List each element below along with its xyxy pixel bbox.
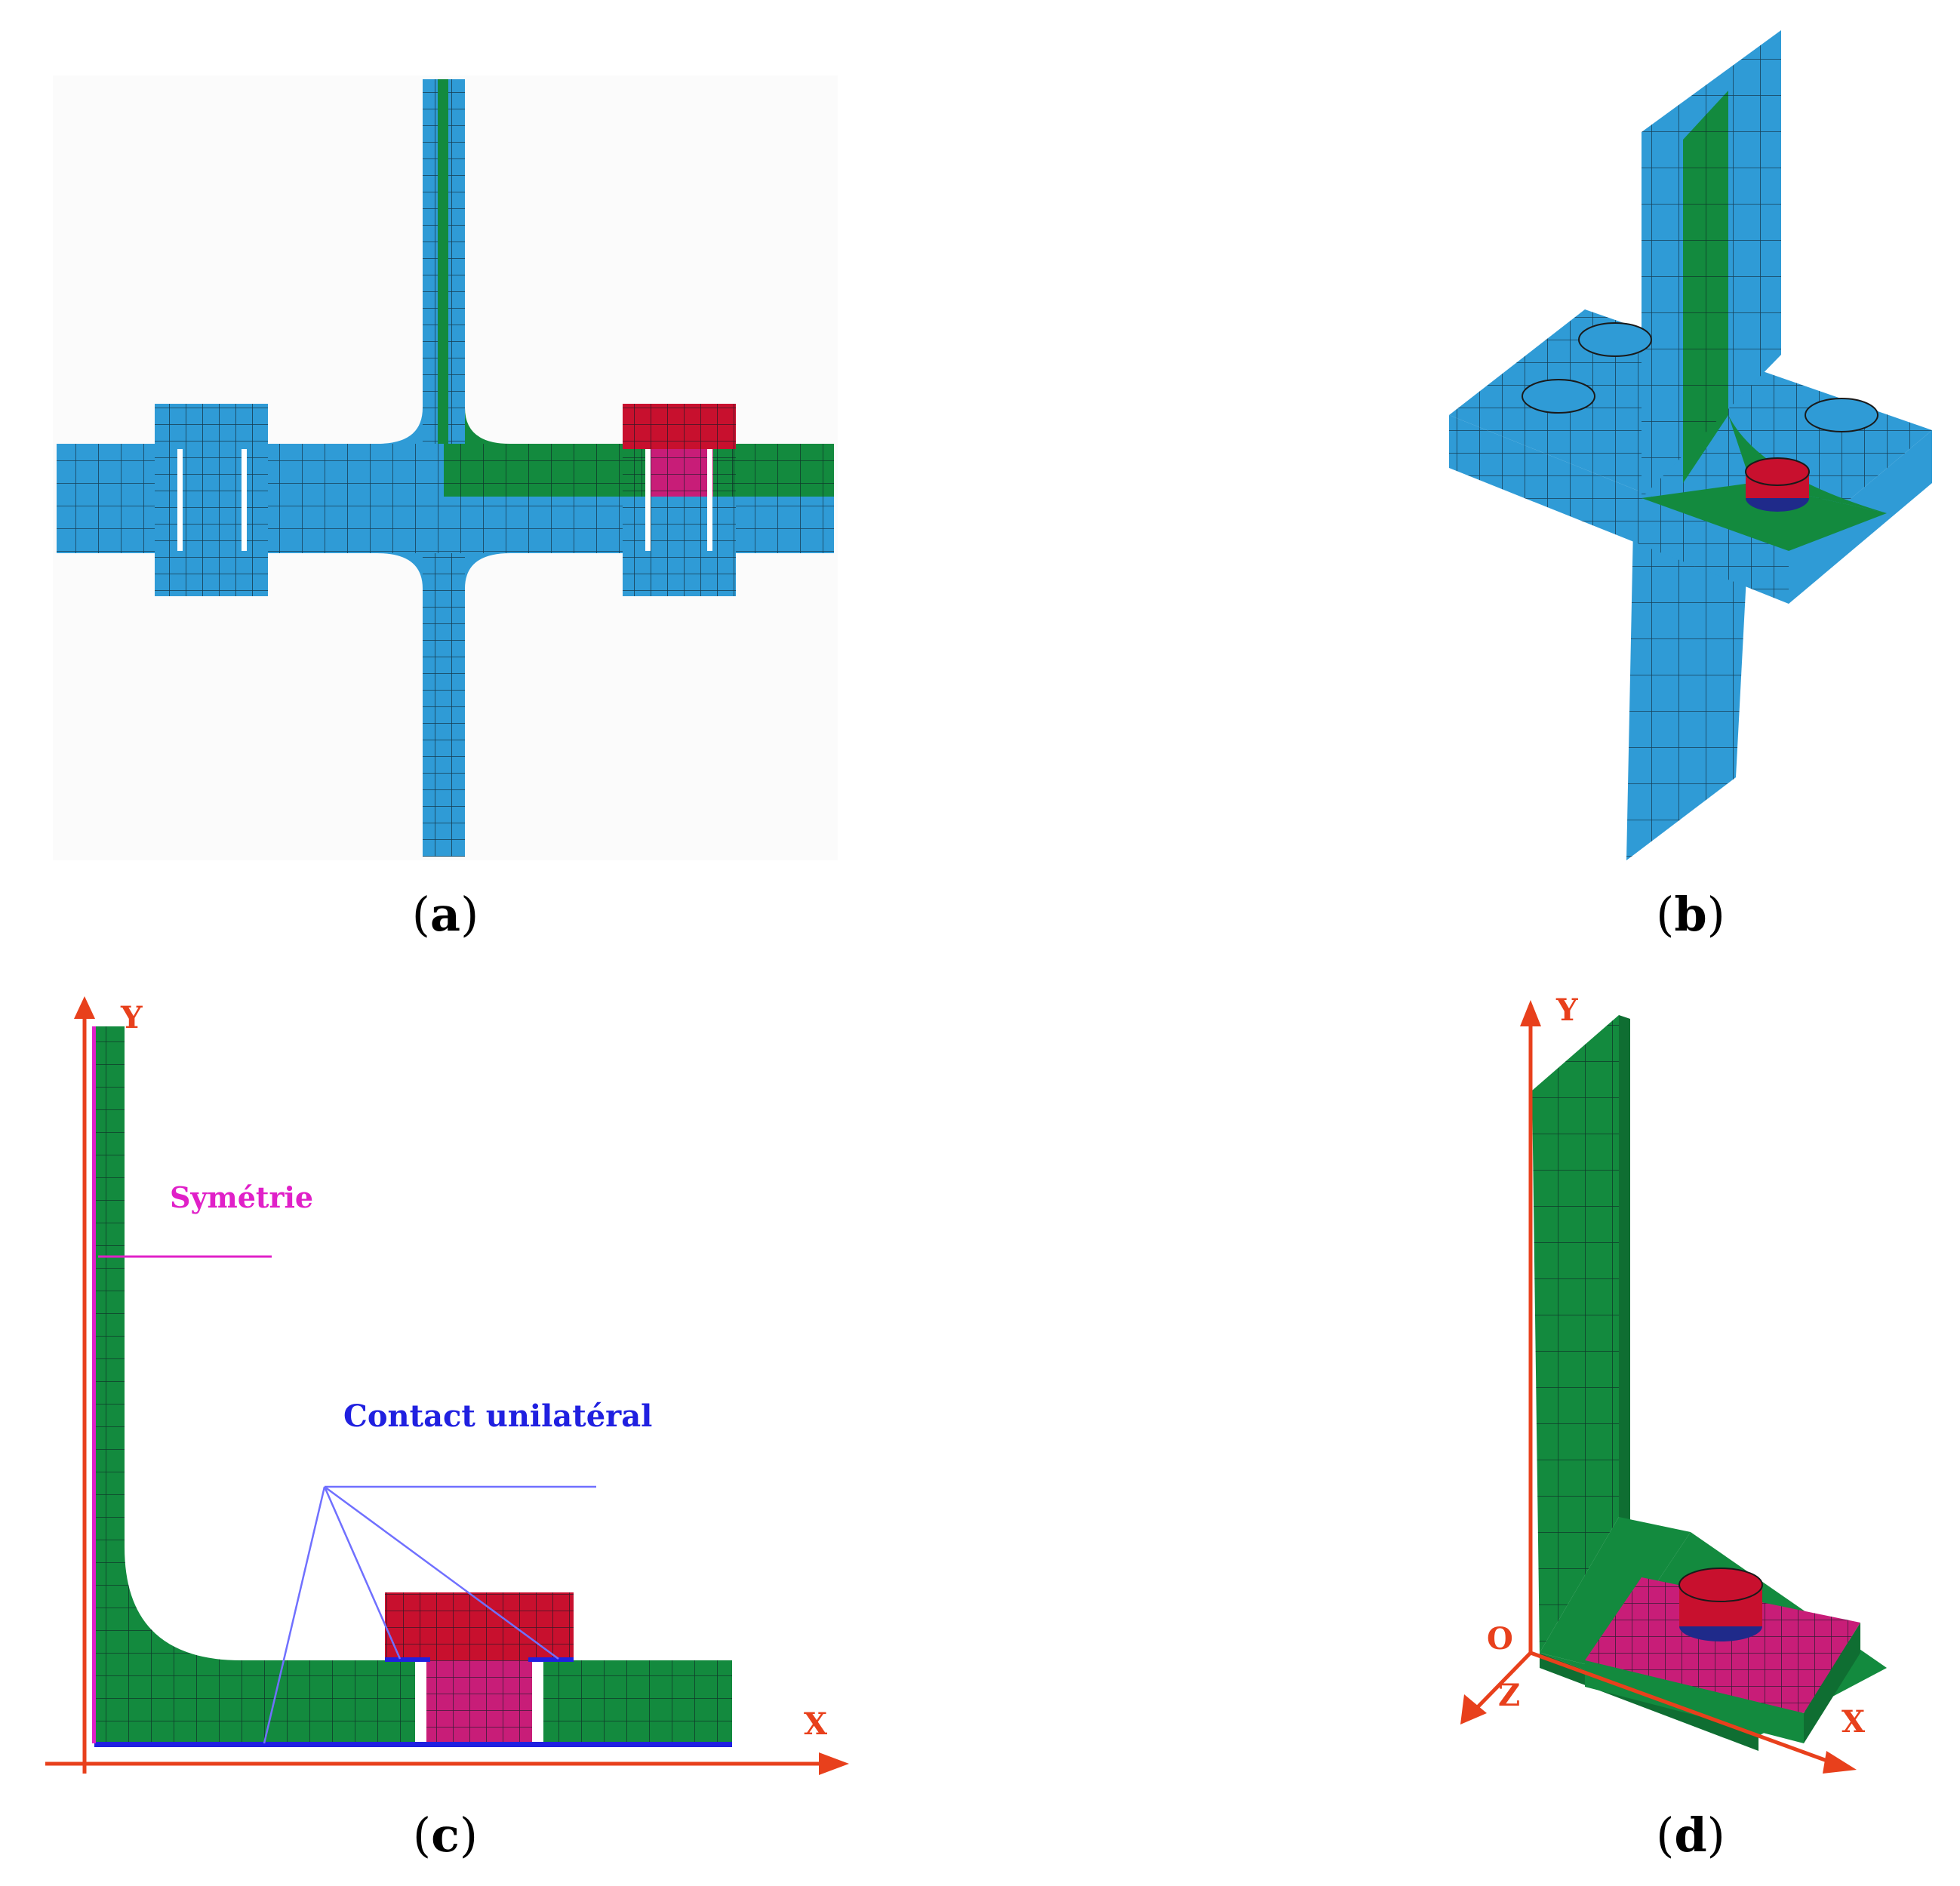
panel-d: Y X Z O — [1449, 989, 1947, 1774]
origin-label: O — [1487, 1621, 1513, 1657]
panel-a-mesh-figure — [53, 75, 838, 860]
axis-z-label: Z — [1498, 1678, 1520, 1713]
axis-y-label: Y — [1555, 992, 1578, 1028]
contact-label: Contact unilatéral — [343, 1398, 652, 1434]
caption-a: (a) — [411, 887, 479, 942]
bottom-contact-line — [94, 1742, 732, 1747]
caption-d: (d) — [1656, 1808, 1725, 1863]
axis-x-label: X — [1842, 1704, 1865, 1740]
symmetry-label: Symétrie — [170, 1180, 313, 1214]
panel-c-2d-figure: Symétrie Contact unilatéral Y X — [45, 996, 849, 1775]
panel-b — [1434, 23, 1947, 860]
axis-x-label: X — [804, 1706, 827, 1742]
axis-y-label: Y — [120, 1000, 143, 1035]
panel-c: Symétrie Contact unilatéral Y X — [38, 996, 853, 1811]
caption-c: (c) — [412, 1808, 478, 1863]
panel-b-3d-figure — [1449, 30, 1932, 860]
panel-a — [53, 75, 838, 860]
panel-d-3d-figure: Y X Z O — [1460, 992, 1887, 1774]
symmetry-line — [92, 1026, 96, 1743]
caption-b: (b) — [1656, 887, 1725, 942]
